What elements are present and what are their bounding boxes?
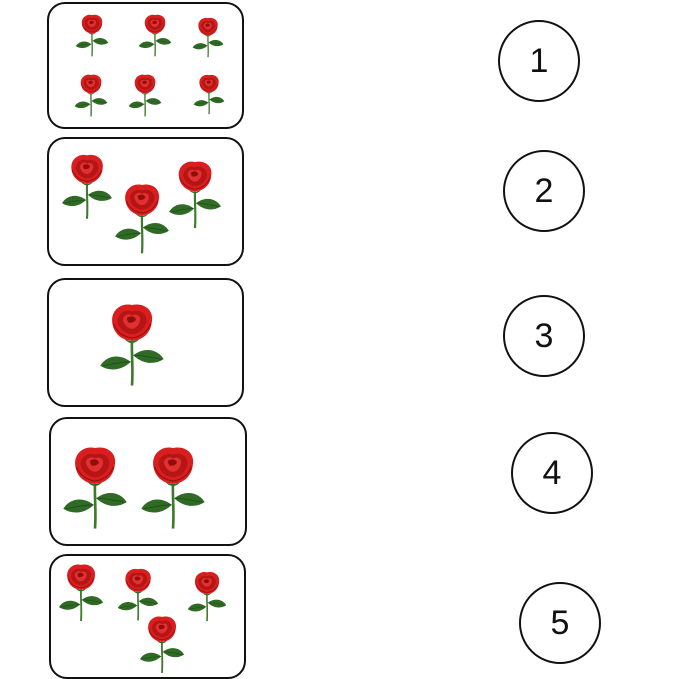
rose-icon	[114, 181, 170, 255]
number-circle-3[interactable]: 3	[503, 295, 585, 377]
rose-icon	[74, 72, 108, 118]
number-circle-5[interactable]: 5	[519, 582, 601, 664]
rose-card-6[interactable]	[47, 2, 244, 129]
rose-icon	[139, 613, 185, 675]
number-circle-4[interactable]: 4	[511, 432, 593, 514]
number-circle-2[interactable]: 2	[503, 150, 585, 232]
rose-icon	[140, 441, 206, 533]
rose-icon	[192, 16, 224, 58]
rose-icon	[61, 149, 113, 223]
rose-icon	[62, 441, 128, 533]
rose-icon	[99, 298, 165, 390]
rose-card-1[interactable]	[47, 278, 244, 407]
rose-icon	[138, 13, 172, 57]
rose-icon	[187, 569, 227, 623]
rose-icon	[58, 561, 104, 623]
rose-icon	[168, 157, 222, 231]
rose-icon	[75, 13, 109, 57]
rose-icon	[128, 72, 162, 118]
rose-card-2[interactable]	[49, 417, 247, 546]
number-circle-1[interactable]: 1	[498, 20, 580, 102]
rose-icon	[193, 72, 225, 116]
rose-card-3[interactable]	[47, 137, 244, 266]
rose-card-4[interactable]	[49, 554, 246, 679]
